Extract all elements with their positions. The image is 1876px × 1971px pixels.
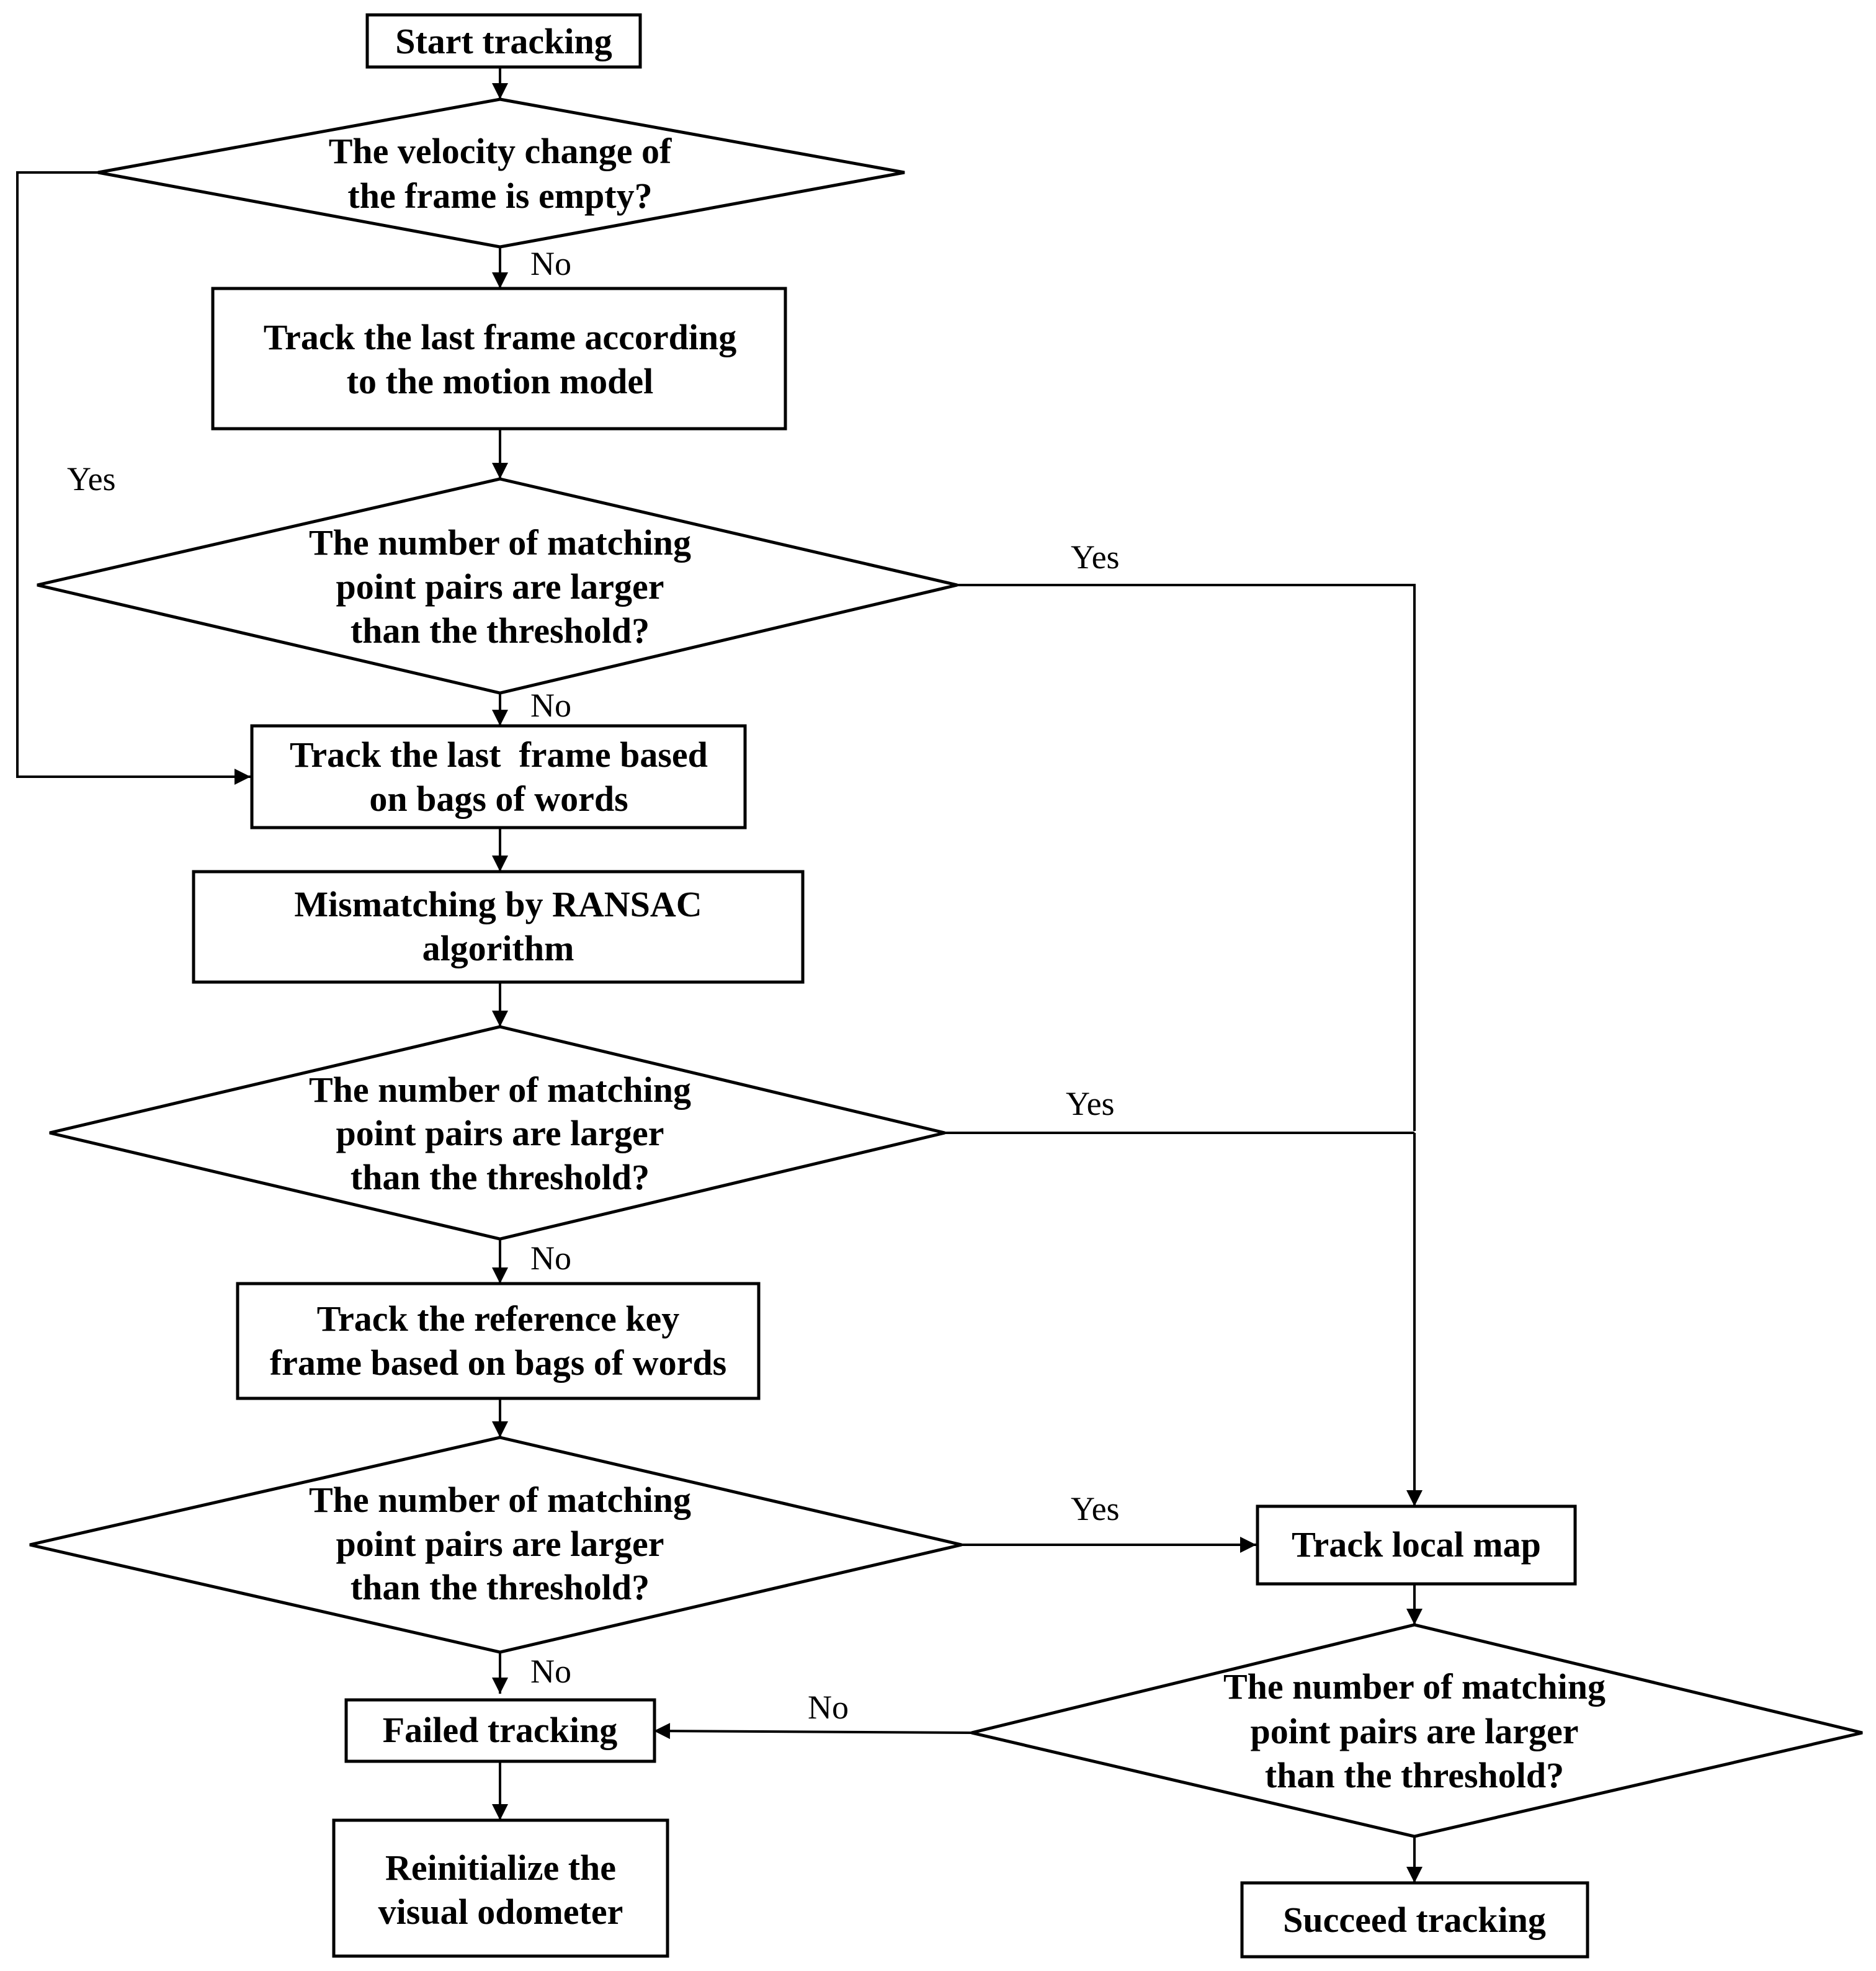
decision-2-line-2: point pairs are larger — [336, 1113, 664, 1153]
succeed-label: Succeed tracking — [1283, 1900, 1546, 1940]
decision-4-line-3: than the threshold? — [1265, 1755, 1564, 1795]
node-decision-3: The number of matching point pairs are l… — [29, 1436, 962, 1654]
decision-2-line-3: than the threshold? — [351, 1157, 650, 1197]
node-local-map: Track local map — [1256, 1504, 1577, 1586]
decision-2-line-1: The number of matching — [309, 1070, 691, 1110]
label-decision-3-no: No — [530, 1653, 571, 1690]
decision-2-diamond — [49, 1025, 945, 1241]
node-start: Start tracking — [365, 13, 642, 69]
decision-3-line-2: point pairs are larger — [336, 1524, 664, 1564]
node-failed: Failed tracking — [344, 1698, 656, 1763]
decision-4-line-1: The number of matching — [1223, 1666, 1606, 1707]
decision-4-diamond — [971, 1623, 1863, 1838]
track-bow-line-2: on bags of words — [369, 779, 628, 819]
reinit-line-1: Reinitialize the — [385, 1848, 616, 1888]
decision-4-line-2: point pairs are larger — [1251, 1711, 1579, 1751]
label-decision-3-yes: Yes — [1071, 1490, 1120, 1527]
node-decision-1: The number of matching point pairs are l… — [37, 477, 958, 695]
start-box — [365, 13, 642, 69]
decision-1-diamond — [37, 477, 958, 695]
node-track-motion: Track the last frame according to the mo… — [211, 287, 787, 431]
label-decision-2-yes: Yes — [1066, 1085, 1115, 1122]
track-motion-line-2: to the motion model — [347, 361, 654, 401]
edge-decision-4-no-to-failed — [653, 1723, 972, 1740]
label-decision-1-yes: Yes — [1071, 539, 1120, 576]
reinit-box — [332, 1818, 669, 1958]
node-decision-4: The number of matching point pairs are l… — [971, 1623, 1863, 1838]
start-label: Start tracking — [395, 21, 612, 61]
track-ref-kf-line-1: Track the reference key — [317, 1298, 680, 1339]
local-map-box — [1256, 1504, 1577, 1586]
track-bow-box — [250, 724, 747, 829]
decision-1-line-2: point pairs are larger — [336, 566, 664, 607]
reinit-line-2: visual odometer — [378, 1892, 623, 1932]
decision-3-line-3: than the threshold? — [351, 1567, 650, 1607]
ransac-line-1: Mismatching by RANSAC — [294, 884, 702, 924]
edge-decision-1-yes — [957, 584, 1416, 1131]
decision-1-line-1: The number of matching — [309, 522, 691, 563]
node-decision-2: The number of matching point pairs are l… — [49, 1025, 945, 1241]
node-velocity-check: The velocity change of the frame is empt… — [97, 97, 905, 249]
track-motion-line-1: Track the last frame according — [264, 317, 736, 357]
node-succeed: Succeed tracking — [1240, 1881, 1589, 1959]
decision-3-line-1: The number of matching — [309, 1480, 691, 1520]
ransac-box — [192, 870, 805, 984]
edge-velocity-yes-to-track-bow — [16, 171, 251, 785]
velocity-check-diamond — [97, 97, 905, 249]
failed-label: Failed tracking — [383, 1710, 618, 1750]
node-track-ref-kf: Track the reference key frame based on b… — [236, 1282, 761, 1400]
succeed-box — [1240, 1881, 1589, 1959]
track-bow-line-1: Track the last frame based — [290, 735, 708, 775]
edge-labels: No Yes Yes No Yes No Yes No No — [67, 245, 1120, 1726]
label-decision-1-no: No — [530, 687, 571, 724]
label-velocity-no: No — [530, 245, 571, 282]
node-reinit: Reinitialize the visual odometer — [332, 1818, 669, 1958]
label-velocity-yes: Yes — [67, 460, 116, 498]
edges — [16, 67, 1423, 1883]
local-map-label: Track local map — [1292, 1524, 1541, 1565]
ransac-line-2: algorithm — [422, 928, 574, 968]
node-ransac: Mismatching by RANSAC algorithm — [192, 870, 805, 984]
label-decision-2-no: No — [530, 1240, 571, 1277]
velocity-check-line-1: The velocity change of — [329, 131, 672, 171]
node-track-bow: Track the last frame based on bags of wo… — [250, 724, 747, 829]
failed-box — [344, 1698, 656, 1763]
track-ref-kf-box — [236, 1282, 761, 1400]
decision-1-line-3: than the threshold? — [351, 610, 650, 651]
label-decision-4-no: No — [808, 1689, 849, 1726]
decision-3-diamond — [29, 1436, 962, 1654]
track-motion-box — [211, 287, 787, 431]
velocity-check-line-2: the frame is empty? — [347, 176, 652, 216]
track-ref-kf-line-2: frame based on bags of words — [270, 1343, 726, 1383]
